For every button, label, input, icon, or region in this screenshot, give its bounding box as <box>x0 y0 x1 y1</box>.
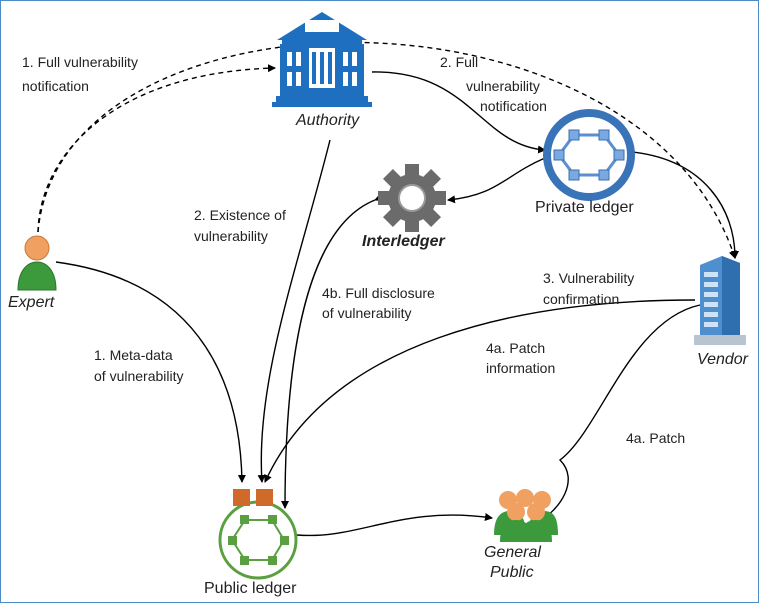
public-ledger-icon <box>218 489 298 580</box>
edge-label-3-line1: 3. Vulnerability <box>543 270 635 286</box>
edge-private-interledger <box>447 151 554 204</box>
edge-label-1-meta-line2: of vulnerability <box>94 368 184 384</box>
edge-private-vendor <box>631 151 739 259</box>
authority-label: Authority <box>296 112 360 129</box>
edge-expert-public <box>55 261 246 483</box>
general-public-label-line2: Public <box>490 564 534 581</box>
private-ledger-label: Private ledger <box>535 199 634 216</box>
edge-label-1-meta-line1: 1. Meta-data <box>94 347 173 363</box>
general-public-label-line1: General <box>484 544 541 561</box>
expert-label: Expert <box>8 294 55 311</box>
edge-label-2-full-line2: vulnerability <box>466 78 540 94</box>
private-ledger-icon <box>543 109 635 201</box>
edges <box>37 41 739 537</box>
edge-label-2-full-line3: notification <box>480 98 547 114</box>
general-public-group-icon <box>494 489 558 542</box>
edge-label-4a-info-line2: information <box>486 360 556 376</box>
edge-label-2-existence-line1: 2. Existence of <box>194 207 286 223</box>
expert-person-icon <box>17 235 57 291</box>
edge-label-4a-info-line1: 4a. Patch <box>486 340 546 356</box>
edge-authority-private <box>371 71 546 154</box>
edge-label-2-existence-line2: vulnerability <box>194 228 268 244</box>
edge-public-general <box>296 513 493 537</box>
edge-vendor-public <box>264 299 696 483</box>
public-ledger-label: Public ledger <box>204 580 297 597</box>
edge-label-1-full-line1: 1. Full vulnerability <box>22 54 138 70</box>
vendor-label: Vendor <box>697 351 748 368</box>
edge-label-4b-line2: of vulnerability <box>322 305 412 321</box>
edge-label-1-full-line2: notification <box>22 78 89 94</box>
edge-label-4b-line1: 4b. Full disclosure <box>322 285 435 301</box>
edge-authority-public <box>257 139 331 483</box>
interledger-gear-icon <box>378 164 446 232</box>
authority-building-icon <box>272 12 372 107</box>
interledger-label: Interledger <box>362 233 445 250</box>
edge-label-4a-patch: 4a. Patch <box>626 430 686 446</box>
edge-vendor-general <box>537 304 701 523</box>
edge-interledger-public <box>281 193 383 509</box>
vendor-building-icon <box>694 256 746 345</box>
edge-label-2-full-line1: 2. Full <box>440 54 479 70</box>
edge-label-3-line2: confirmation <box>543 291 620 307</box>
